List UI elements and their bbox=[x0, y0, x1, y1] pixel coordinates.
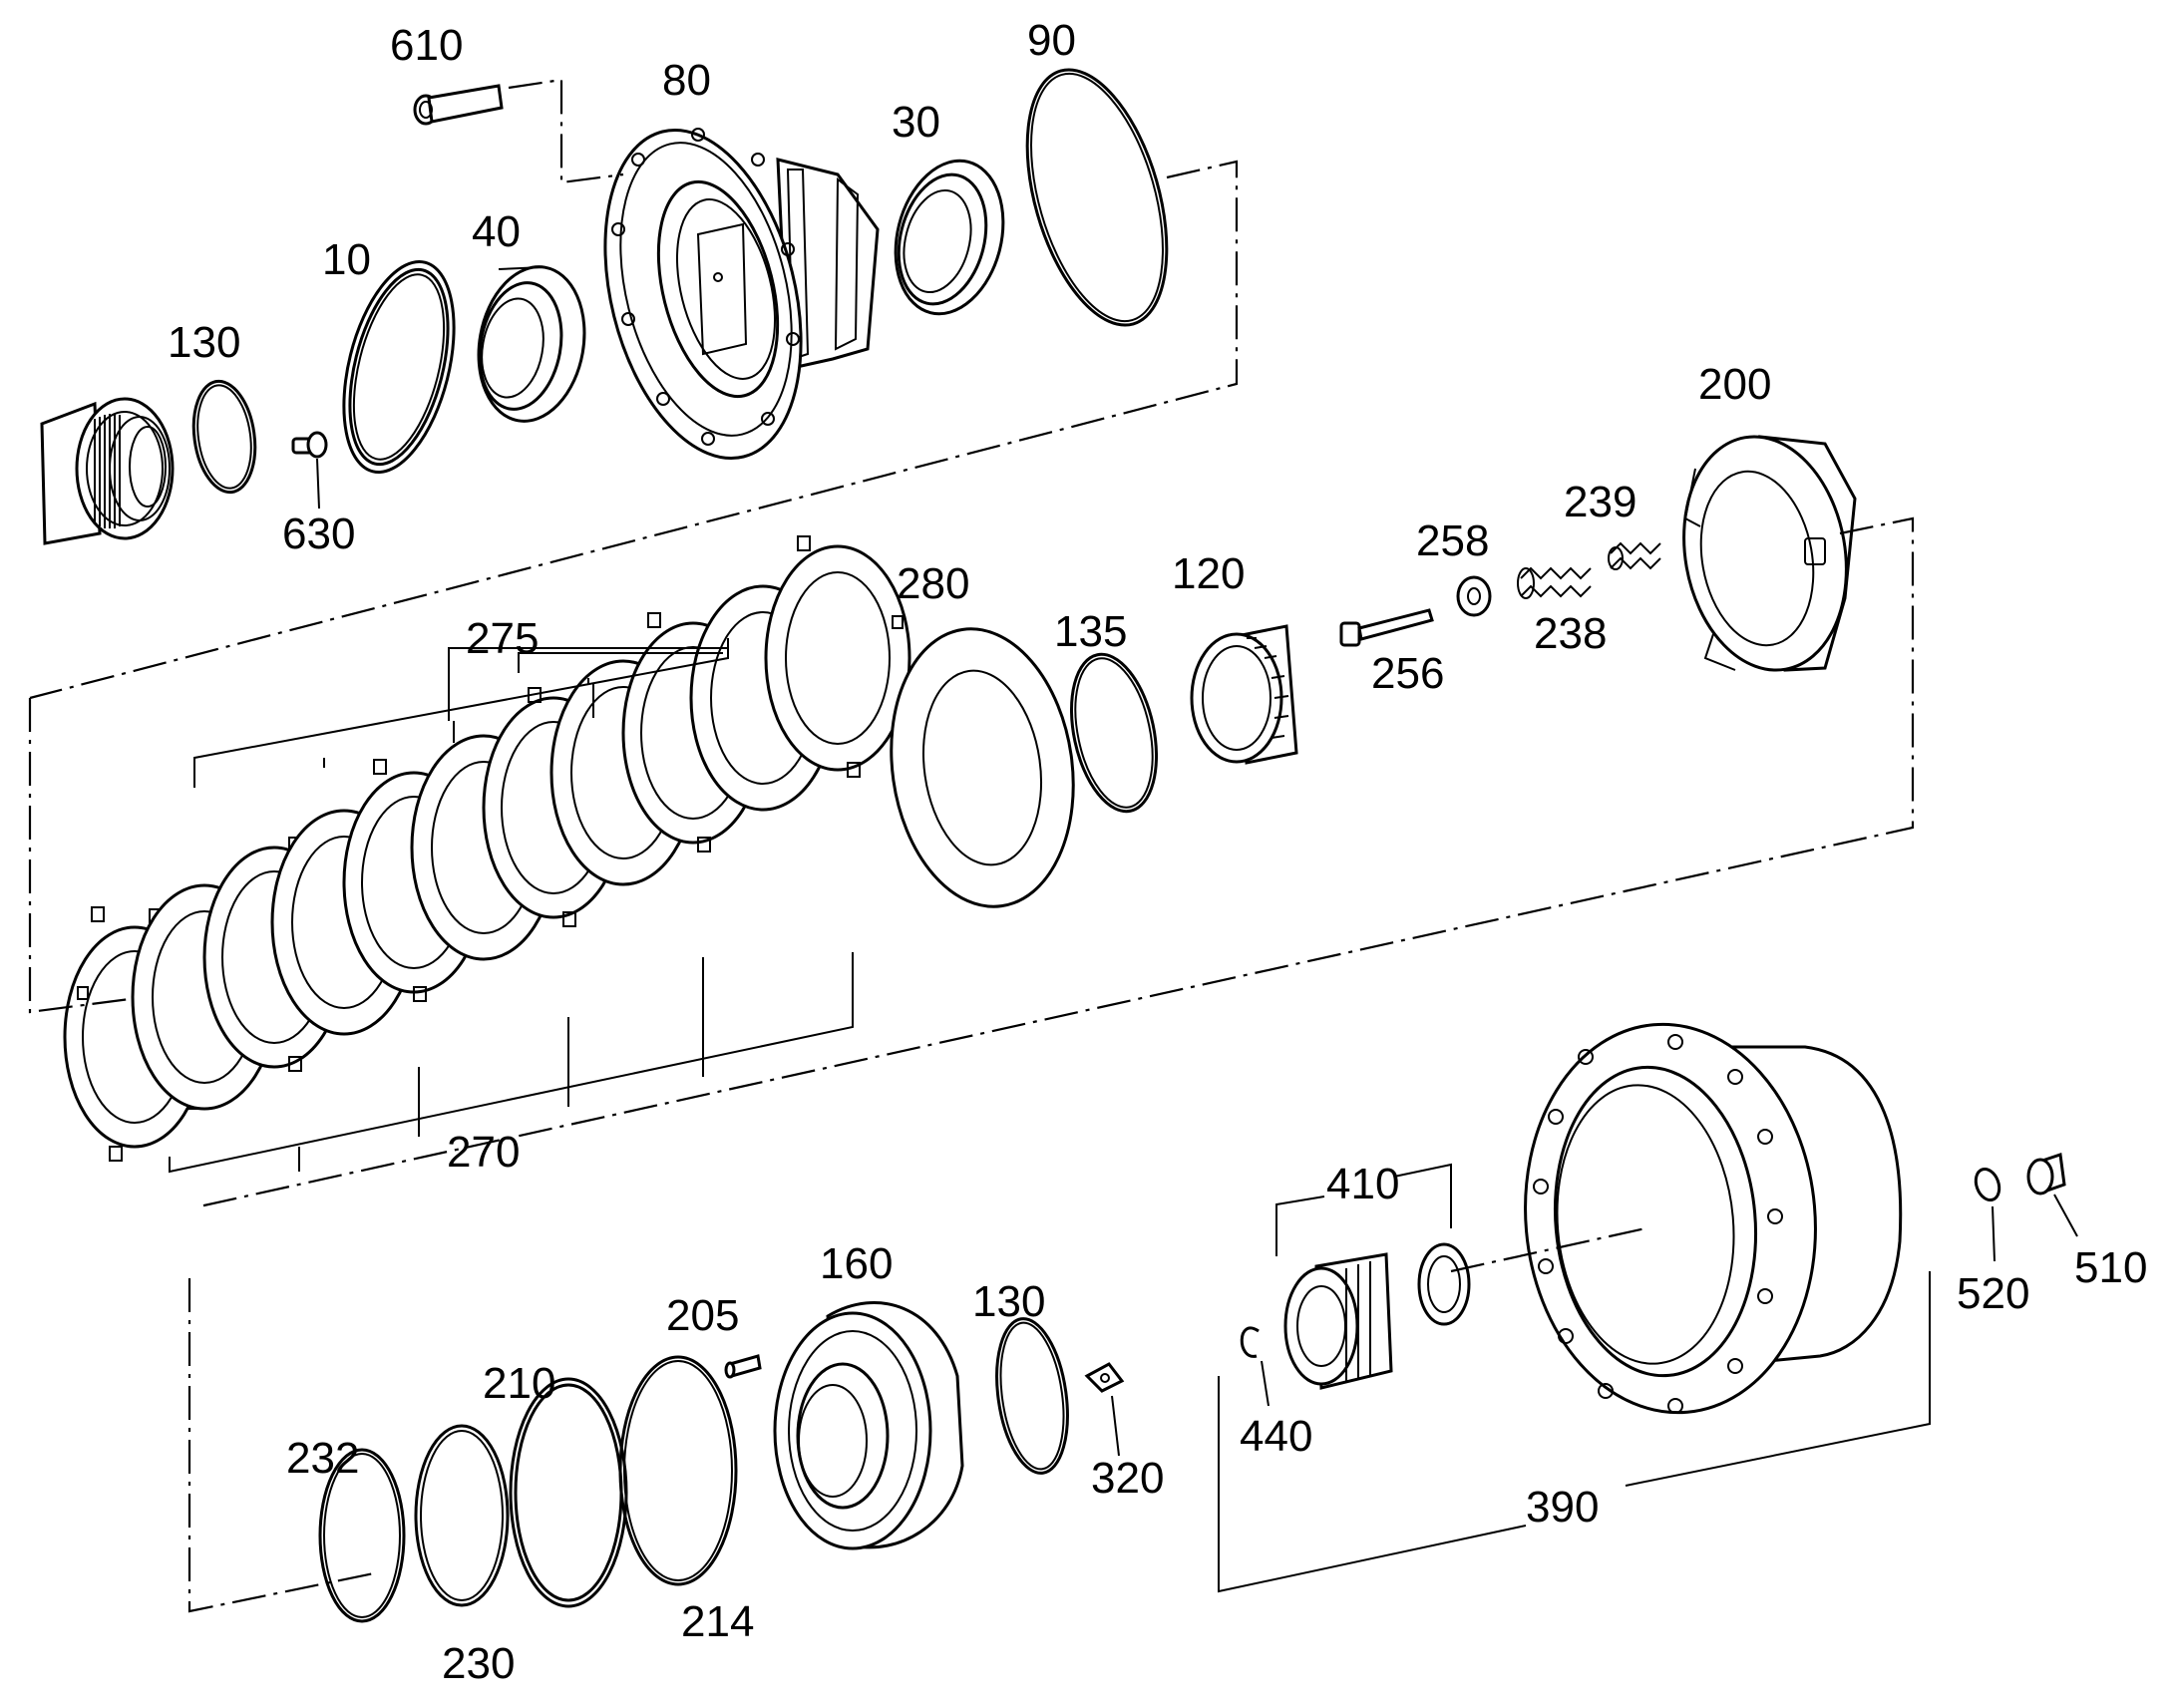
assembly-axis-row2 bbox=[28, 516, 1915, 1208]
label-120: 120 bbox=[1172, 549, 1245, 598]
label-210: 210 bbox=[483, 1359, 555, 1408]
label-610: 610 bbox=[390, 21, 463, 70]
label-135: 135 bbox=[1054, 607, 1127, 656]
part-bolt-256 bbox=[1339, 608, 1434, 647]
part-spring-239 bbox=[1608, 541, 1661, 570]
label-230: 230 bbox=[442, 1639, 515, 1688]
label-440: 440 bbox=[1240, 1412, 1312, 1461]
part-oring-214 bbox=[618, 1355, 738, 1586]
label-80: 80 bbox=[662, 56, 711, 105]
label-390: 390 bbox=[1526, 1483, 1599, 1532]
part-circlip-440 bbox=[1240, 1326, 1270, 1407]
part-friction-plate-280 bbox=[890, 627, 1075, 908]
clutch-disc bbox=[764, 535, 911, 778]
part-washer-258 bbox=[1456, 575, 1492, 617]
label-239: 239 bbox=[1564, 478, 1636, 526]
part-oring-230 bbox=[414, 1424, 510, 1607]
part-oring-210 bbox=[509, 1377, 628, 1608]
label-275: 275 bbox=[466, 614, 539, 663]
part-piston-housing-200 bbox=[1682, 435, 1857, 672]
part-snap-ring-130 bbox=[191, 379, 257, 495]
label-256: 256 bbox=[1371, 649, 1444, 698]
label-40: 40 bbox=[472, 207, 521, 256]
assembly-axis-row3 bbox=[187, 1226, 1646, 1613]
part-oring-520 bbox=[1974, 1168, 2001, 1262]
part-piston-160 bbox=[773, 1301, 964, 1550]
label-214: 214 bbox=[681, 1597, 754, 1646]
label-130-upper: 130 bbox=[168, 318, 240, 367]
part-snap-ring-130-lower bbox=[995, 1317, 1069, 1475]
part-disc-assembly-270-275 bbox=[63, 535, 911, 1174]
label-270: 270 bbox=[447, 1128, 520, 1177]
part-sun-gear-410 bbox=[1275, 1163, 1471, 1390]
part-snap-ring-135 bbox=[1069, 652, 1159, 814]
label-320: 320 bbox=[1091, 1454, 1164, 1503]
part-washer-320 bbox=[1084, 1362, 1125, 1457]
label-510: 510 bbox=[2074, 1243, 2147, 1292]
part-seal-ring-10 bbox=[342, 260, 456, 474]
label-200: 200 bbox=[1698, 360, 1771, 409]
label-280: 280 bbox=[897, 559, 969, 608]
label-258: 258 bbox=[1416, 516, 1489, 565]
label-238: 238 bbox=[1534, 609, 1607, 658]
part-pin-205 bbox=[724, 1354, 762, 1379]
part-housing-80 bbox=[603, 128, 880, 461]
label-630: 630 bbox=[282, 510, 355, 558]
part-pin-610 bbox=[413, 84, 504, 126]
part-spring-238 bbox=[1517, 566, 1592, 599]
part-plug-510 bbox=[2026, 1153, 2078, 1237]
part-bolt-630 bbox=[291, 431, 328, 510]
label-410: 410 bbox=[1326, 1160, 1399, 1208]
label-10: 10 bbox=[322, 235, 371, 284]
part-oring-90 bbox=[1025, 68, 1169, 327]
part-housing-390 bbox=[1524, 1022, 1903, 1415]
part-labels: 610 80 30 90 10 40 130 630 200 258 239 2… bbox=[168, 16, 2147, 1688]
part-seal-30 bbox=[894, 159, 1005, 316]
assembly-axis-row1 bbox=[29, 78, 1239, 700]
part-bearing-40 bbox=[477, 265, 586, 423]
part-snap-ring-232 bbox=[318, 1448, 406, 1623]
label-232: 232 bbox=[286, 1434, 359, 1483]
label-160: 160 bbox=[820, 1239, 893, 1288]
label-30: 30 bbox=[892, 98, 940, 147]
label-130-lower: 130 bbox=[972, 1277, 1045, 1326]
part-ring-gear-120 bbox=[1190, 624, 1298, 765]
label-90: 90 bbox=[1027, 16, 1076, 65]
label-205: 205 bbox=[666, 1291, 739, 1340]
label-520: 520 bbox=[1957, 1269, 2029, 1318]
part-drive-hub bbox=[40, 397, 175, 545]
bracket-390 bbox=[1218, 1271, 1931, 1593]
